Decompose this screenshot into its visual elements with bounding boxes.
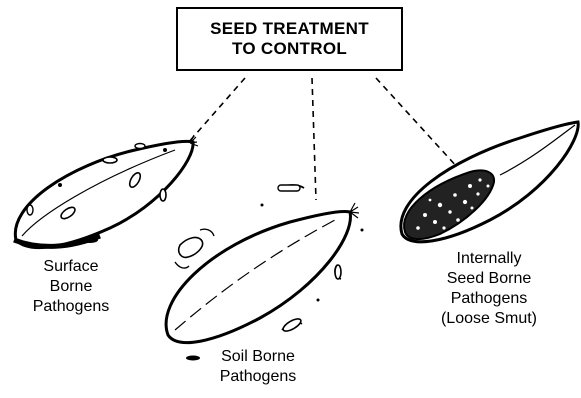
internal-label-line-4: (Loose Smut) bbox=[404, 309, 574, 329]
surface-label-line-1: Surface bbox=[6, 257, 136, 277]
internal-label-line-1: Internally bbox=[404, 249, 574, 269]
title-box: SEED TREATMENT TO CONTROL bbox=[176, 7, 403, 71]
seed-with-soil-organisms-icon bbox=[166, 185, 363, 361]
internal-borne-label: Internally Seed Borne Pathogens (Loose S… bbox=[404, 249, 574, 329]
title-line-2: TO CONTROL bbox=[232, 39, 347, 59]
soil-label-line-1: Soil Borne bbox=[198, 347, 318, 367]
surface-label-line-3: Pathogens bbox=[6, 297, 136, 317]
connector-line-soil bbox=[312, 78, 316, 200]
soil-borne-label: Soil Borne Pathogens bbox=[198, 347, 318, 387]
surface-label-line-2: Borne bbox=[6, 277, 136, 297]
internal-label-line-3: Pathogens bbox=[404, 289, 574, 309]
connector-line-surface bbox=[188, 78, 245, 143]
seed-with-surface-spores-icon bbox=[14, 135, 198, 248]
surface-borne-label: Surface Borne Pathogens bbox=[6, 257, 136, 317]
seed-with-internal-infection-icon bbox=[401, 122, 578, 242]
soil-label-line-2: Pathogens bbox=[198, 367, 318, 387]
connector-line-internal bbox=[376, 78, 458, 168]
title-line-1: SEED TREATMENT bbox=[210, 19, 369, 39]
internal-label-line-2: Seed Borne bbox=[404, 269, 574, 289]
